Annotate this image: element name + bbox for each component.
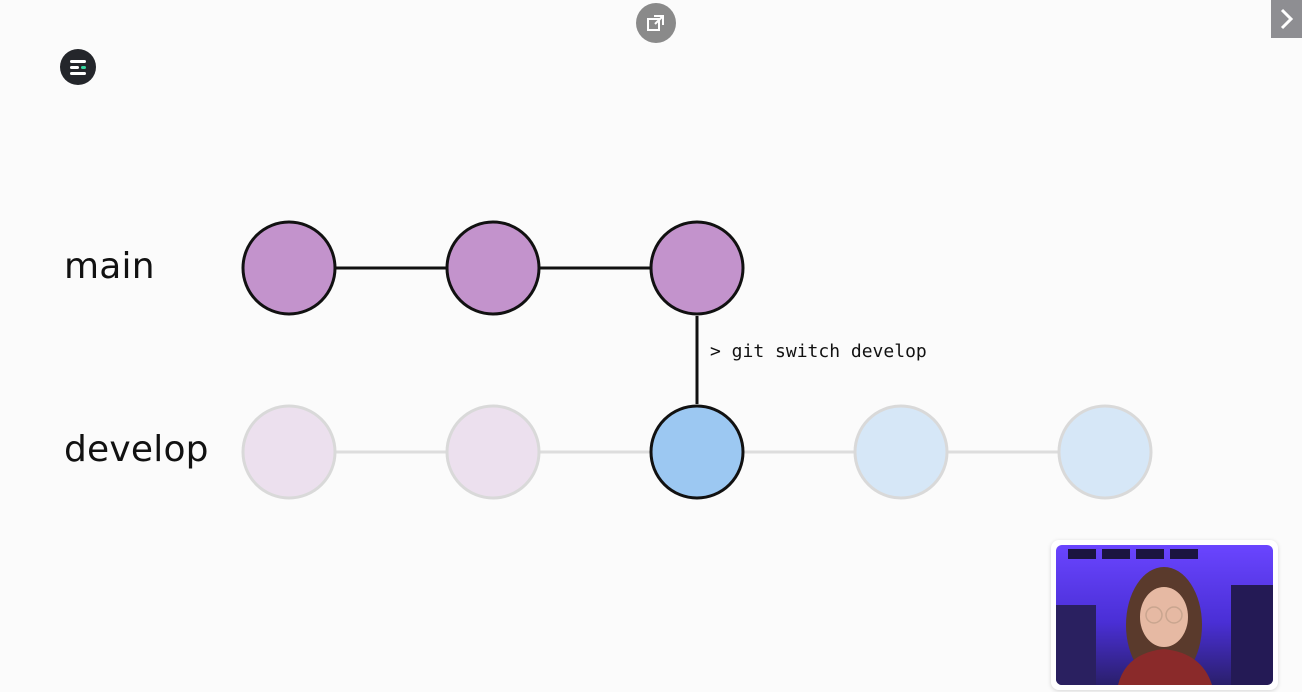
branch-label-develop: develop xyxy=(64,429,209,470)
branch-label-main: main xyxy=(64,246,155,287)
develop-commit-faded xyxy=(853,404,949,500)
develop-commit-faded xyxy=(241,404,337,500)
webcam-video xyxy=(1056,545,1273,685)
popout-icon[interactable] xyxy=(636,3,676,43)
chevron-right-icon xyxy=(1280,8,1293,30)
git-command-text: > git switch develop xyxy=(710,341,927,362)
develop-commit-active xyxy=(649,404,745,500)
main-commit xyxy=(649,220,745,316)
main-commit xyxy=(445,220,541,316)
webcam-overlay[interactable] xyxy=(1051,540,1278,690)
next-slide-button[interactable] xyxy=(1271,0,1302,38)
main-commit xyxy=(241,220,337,316)
develop-commit-faded xyxy=(445,404,541,500)
app-logo-icon xyxy=(60,49,96,85)
develop-commit-faded xyxy=(1057,404,1153,500)
